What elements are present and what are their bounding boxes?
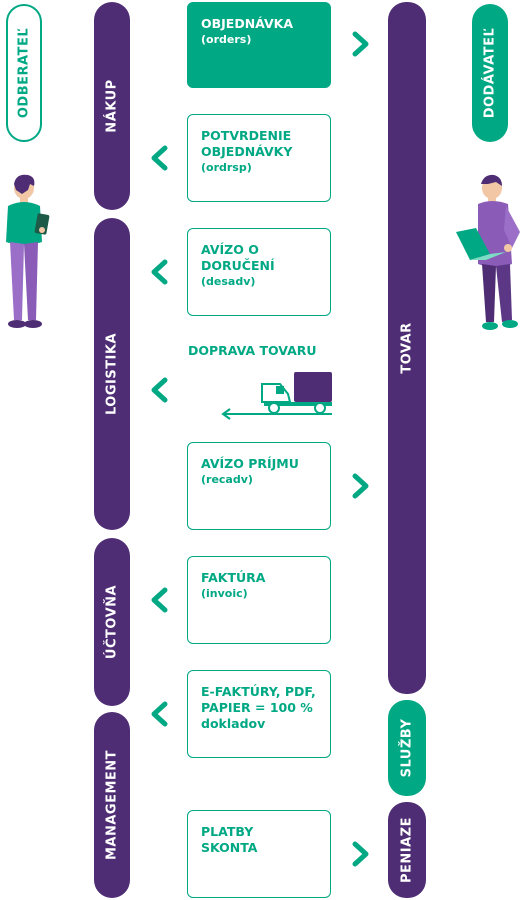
supplier-role-pill: DODÁVATEĽ — [472, 4, 508, 142]
chevron-left-icon — [148, 258, 170, 286]
buyer-role-pill: ODBERATEĽ — [6, 4, 42, 142]
message-code: (orders) — [201, 33, 252, 46]
message-title: OBJEDNÁVKA — [201, 16, 294, 31]
column-logistics: LOGISTIKA — [94, 218, 130, 530]
chevron-right-icon — [350, 30, 372, 58]
column-purchase: NÁKUP — [94, 2, 130, 210]
column-money: PENIAZE — [388, 802, 426, 898]
message-title: FAKTÚRA — [201, 570, 266, 585]
column-services-label: SLUŽBY — [399, 718, 415, 778]
supplier-role-label: DODÁVATEĽ — [482, 27, 498, 119]
message-title: AVÍZO O DORUČENÍ — [201, 242, 275, 273]
column-goods: TOVAR — [388, 2, 426, 694]
message-code: (recadv) — [201, 473, 253, 486]
message-card-ordrsp: POTVRDENIE OBJEDNÁVKY (ordrsp) — [187, 114, 331, 202]
message-code: (ordrsp) — [201, 161, 252, 174]
truck-icon — [221, 372, 332, 420]
message-title: AVÍZO PRÍJMU — [201, 456, 299, 471]
column-purchase-label: NÁKUP — [104, 79, 120, 133]
message-card-orders: OBJEDNÁVKA (orders) — [187, 2, 331, 88]
message-title: PLATBY SKONTA — [201, 824, 258, 855]
message-card-recadv: AVÍZO PRÍJMU (recadv) — [187, 442, 331, 530]
message-card-desadv: AVÍZO O DORUČENÍ (desadv) — [187, 228, 331, 316]
column-services: SLUŽBY — [388, 700, 426, 796]
chevron-left-icon — [148, 586, 170, 614]
message-card-invoic: FAKTÚRA (invoic) — [187, 556, 331, 644]
message-title: POTVRDENIE OBJEDNÁVKY — [201, 128, 293, 159]
buyer-person-icon — [6, 174, 50, 328]
chevron-left-icon — [148, 376, 170, 404]
message-card-documents: E-FAKTÚRY, PDF, PAPIER = 100 % dokladov — [187, 670, 331, 758]
column-logistics-label: LOGISTIKA — [104, 332, 120, 416]
message-code: (invoic) — [201, 587, 248, 600]
column-accounting: ÚČTOVŇA — [94, 538, 130, 706]
message-title: E-FAKTÚRY, PDF, PAPIER = 100 % dokladov — [201, 684, 316, 731]
chevron-right-icon — [350, 840, 372, 868]
supplier-person-icon — [456, 174, 520, 330]
column-goods-label: TOVAR — [399, 322, 415, 374]
column-management-label: MANAGEMENT — [104, 749, 120, 861]
buyer-role-label: ODBERATEĽ — [16, 27, 32, 119]
column-management: MANAGEMENT — [94, 712, 130, 898]
column-accounting-label: ÚČTOVŇA — [104, 584, 120, 660]
message-card-payments: PLATBY SKONTA — [187, 810, 331, 898]
chevron-left-icon — [148, 700, 170, 728]
chevron-left-icon — [148, 144, 170, 172]
transport-label: DOPRAVA TOVARU — [188, 343, 317, 358]
chevron-right-icon — [350, 472, 372, 500]
column-money-label: PENIAZE — [399, 817, 415, 883]
message-code: (desadv) — [201, 275, 256, 288]
